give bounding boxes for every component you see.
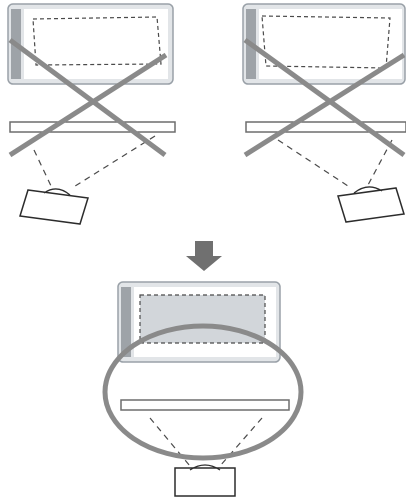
table-bottom: [120, 399, 290, 411]
projector-bottom-body: [174, 467, 236, 497]
projector-left-body: [19, 189, 89, 225]
screen-bottom: [117, 281, 281, 363]
beam-left: [33, 135, 156, 189]
cross-left-stroke-2: [8, 52, 168, 158]
cross-left-stroke-1: [8, 37, 167, 158]
projector-left: [19, 188, 89, 225]
beam-right: [277, 139, 393, 187]
cross-mark-left: [8, 37, 168, 158]
table-right: [245, 121, 406, 133]
screen-bottom-side-bar: [121, 287, 131, 357]
projector-right-body: [337, 187, 405, 223]
screen-left: [7, 3, 174, 85]
cross-right-stroke-1: [243, 37, 406, 158]
beam-left-edge-1: [33, 149, 53, 189]
beam-left-edge-2: [71, 135, 156, 189]
cross-right-stroke-2: [243, 52, 406, 158]
panel-bottom-correct: [102, 281, 304, 497]
projector-right-lens: [353, 186, 383, 194]
screen-left-projected-image: [32, 16, 162, 66]
screen-right: [242, 3, 406, 85]
beam-right-edge-1: [277, 139, 349, 187]
panel-right-incorrect: [242, 3, 406, 223]
panel-left-incorrect: [7, 3, 176, 225]
beam-right-edge-2: [367, 139, 393, 186]
down-arrow-icon: [186, 241, 222, 271]
circle-mark-bottom: [102, 323, 304, 461]
projector-left-lens: [43, 188, 71, 196]
table-left: [9, 121, 176, 133]
cross-mark-right: [243, 37, 406, 158]
projector-bottom: [174, 464, 236, 497]
projector-right: [337, 186, 405, 223]
screen-bottom-projected-image: [139, 294, 266, 344]
beam-bottom-edge-2: [219, 417, 263, 467]
projector-bottom-lens: [189, 464, 221, 471]
